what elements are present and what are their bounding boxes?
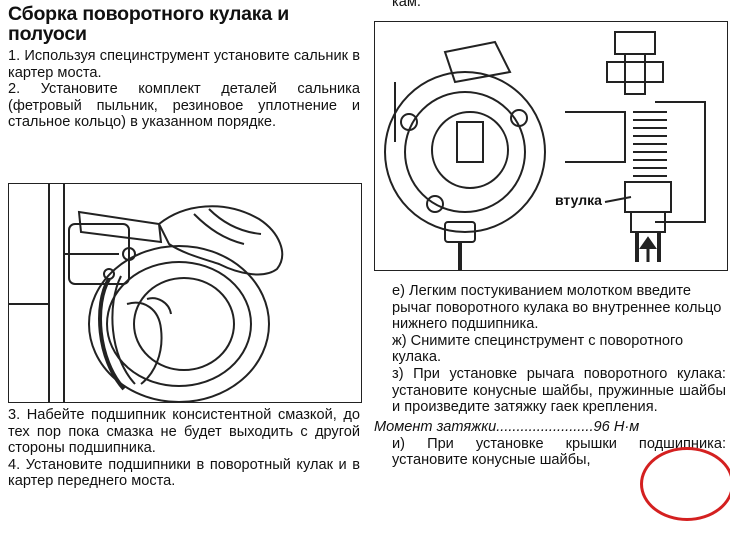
top-fragment: кам.	[392, 0, 421, 10]
step-z: з) При установке рычага поворотного кула…	[392, 365, 726, 416]
label-vtulka: втулка	[555, 192, 602, 208]
section-title: Сборка поворотного кулака и полуоси	[8, 3, 290, 45]
right-top-fragment-wrap: кам.	[374, 0, 726, 11]
step-2: 2. Установите комплект деталей сальника …	[8, 81, 360, 131]
torque-value: 96 Н·м	[593, 418, 640, 435]
step-e: е) Легким постукиванием молотком введите…	[392, 283, 722, 333]
step-4: 4. Установите подшипники в поворотный ку…	[8, 456, 360, 490]
step-3: 3. Набейте подшипник консистентной смазк…	[8, 407, 360, 457]
seal-installation-illustration	[9, 184, 284, 402]
knuckle-lever-illustration	[384, 31, 706, 270]
figure-knuckle-lever: втулка	[374, 21, 728, 271]
right-text: е) Легким постукиванием молотком введите…	[374, 283, 726, 469]
step-i: и) При установке крышки подшипника: уста…	[392, 435, 726, 469]
torque-dots: ........................	[496, 418, 594, 435]
torque-label: Момент затяжки	[374, 418, 497, 435]
left-bottom-text: 3. Набейте подшипник консистентной смазк…	[8, 407, 360, 490]
step-1: 1. Используя специнструмент установите с…	[8, 48, 360, 81]
step-zh: ж) Снимите специнструмент с поворотного …	[392, 332, 684, 366]
left-column: Сборка поворотного кулака и полуоси 1. И…	[8, 0, 360, 131]
figure-seal-installation	[8, 183, 362, 403]
torque-line: Момент затяжки........................96…	[374, 419, 726, 436]
